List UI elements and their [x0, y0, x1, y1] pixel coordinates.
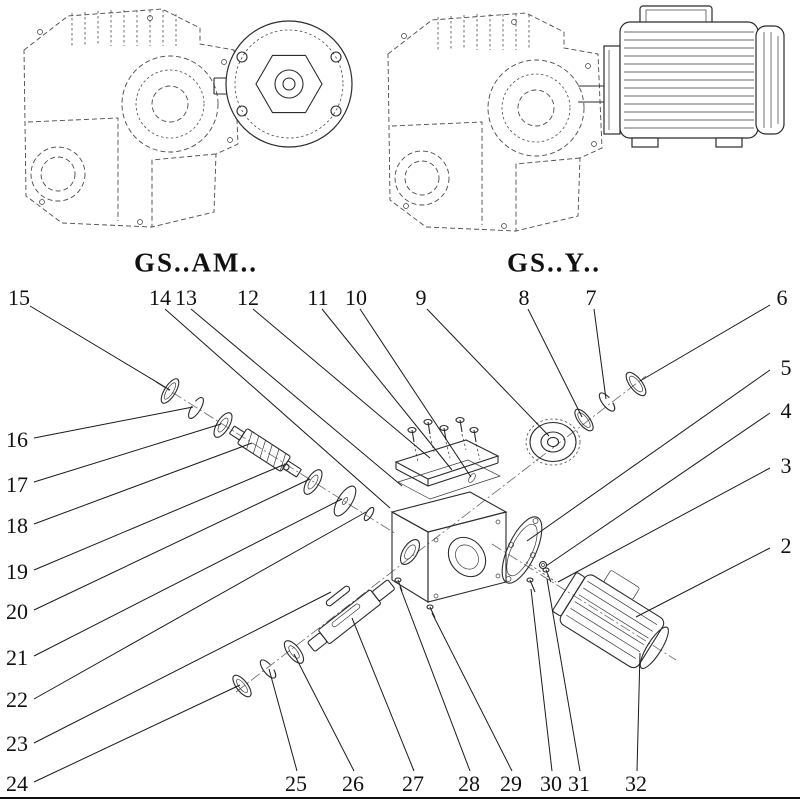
leader-13 — [190, 308, 403, 487]
leader-30 — [530, 588, 553, 772]
leader-5 — [526, 369, 771, 542]
part-motor-flange-ring — [501, 516, 543, 584]
leader-31 — [546, 578, 581, 772]
callout-9: 9 — [415, 285, 427, 310]
leader-32 — [636, 652, 641, 772]
part-cover-gasket — [397, 459, 501, 500]
callout-12: 12 — [237, 285, 259, 310]
leader-27 — [351, 617, 415, 772]
callout-6: 6 — [776, 285, 788, 310]
part-output-circlip — [259, 659, 277, 679]
callout-7: 7 — [585, 285, 597, 310]
part-output-seal — [232, 674, 252, 698]
leader-9 — [426, 308, 550, 437]
callout-8: 8 — [518, 285, 530, 310]
part-gear-spacer-ring — [574, 408, 594, 432]
part-worm-bearing — [303, 469, 323, 495]
leader-22 — [33, 511, 367, 700]
callout-2: 2 — [780, 533, 792, 558]
gsam-output-flange — [225, 20, 353, 148]
callout-28: 28 — [458, 771, 480, 796]
leader-11 — [321, 308, 453, 471]
leader-18 — [33, 442, 253, 525]
part-gear-housing — [390, 491, 508, 603]
assembly-label-gsy: GS..Y.. — [506, 247, 602, 278]
callout-22: 22 — [6, 687, 28, 712]
leader-7 — [593, 308, 607, 400]
callout-27: 27 — [402, 771, 424, 796]
callout-14: 14 — [149, 285, 171, 310]
callout-30: 30 — [540, 771, 562, 796]
part-input-circlip — [188, 396, 204, 420]
callout-16: 16 — [6, 427, 28, 452]
part-end-disc — [333, 485, 357, 517]
leader-15 — [29, 305, 171, 391]
callout-32: 32 — [625, 771, 647, 796]
bottom-border-line — [0, 797, 800, 799]
part-motor — [552, 570, 669, 669]
part-flange-plug — [538, 560, 548, 570]
callout-17: 17 — [6, 472, 28, 497]
leader-8 — [527, 308, 583, 418]
leader-16 — [33, 406, 194, 439]
exploded-centerlines — [155, 375, 677, 693]
callout-3: 3 — [780, 453, 792, 478]
leader-24 — [33, 684, 241, 783]
leader-29 — [431, 612, 513, 772]
gsy-motor-drawing — [603, 5, 785, 148]
leader-2 — [635, 547, 771, 618]
callout-13: 13 — [175, 285, 197, 310]
callout-25: 25 — [285, 771, 307, 796]
part-output-bearing — [283, 640, 305, 664]
callout-18: 18 — [6, 513, 28, 538]
leader-25 — [268, 668, 298, 772]
leader-10 — [359, 308, 472, 478]
leader-28 — [399, 586, 471, 772]
leader-26 — [293, 653, 355, 772]
part-helical-gear — [525, 418, 581, 466]
part-cover-screws — [407, 416, 481, 463]
part-dowel-pin — [282, 463, 290, 471]
leader-17 — [33, 423, 222, 483]
callout-21: 21 — [6, 645, 28, 670]
assembly-label-gsam: GS..AM.. — [134, 247, 258, 278]
callout-11: 11 — [307, 285, 329, 310]
part-cover-plate — [394, 439, 500, 487]
leader-6 — [639, 304, 771, 382]
callout-19: 19 — [6, 559, 28, 584]
callout-10: 10 — [345, 285, 367, 310]
leader-20 — [33, 478, 311, 611]
leader-lines — [29, 304, 771, 783]
leader-4 — [545, 412, 771, 567]
leader-3 — [557, 467, 771, 583]
callout-4: 4 — [780, 398, 792, 423]
part-gear-circlip — [598, 392, 616, 412]
leader-12 — [252, 308, 431, 459]
callout-15: 15 — [8, 285, 30, 310]
part-input-seal-ring — [160, 378, 180, 404]
part-input-bearing — [213, 412, 233, 438]
gsam-assembly-drawing — [23, 8, 250, 228]
callout-20: 20 — [6, 599, 28, 624]
callout-26: 26 — [342, 771, 364, 796]
callout-5: 5 — [780, 355, 792, 380]
gsy-assembly-drawing — [387, 12, 606, 232]
part-housing-pin — [426, 604, 436, 619]
leader-21 — [33, 498, 343, 657]
part-o-ring — [363, 506, 375, 522]
leader-19 — [33, 464, 284, 571]
leader-14 — [164, 308, 391, 509]
leader-23 — [33, 591, 332, 744]
part-output-shaft — [307, 579, 395, 652]
part-shaft-key — [325, 585, 351, 607]
callout-29: 29 — [500, 771, 522, 796]
part-flange-screws — [525, 561, 557, 593]
callout-24: 24 — [6, 771, 28, 796]
callout-31: 31 — [568, 771, 590, 796]
callout-23: 23 — [6, 731, 28, 756]
